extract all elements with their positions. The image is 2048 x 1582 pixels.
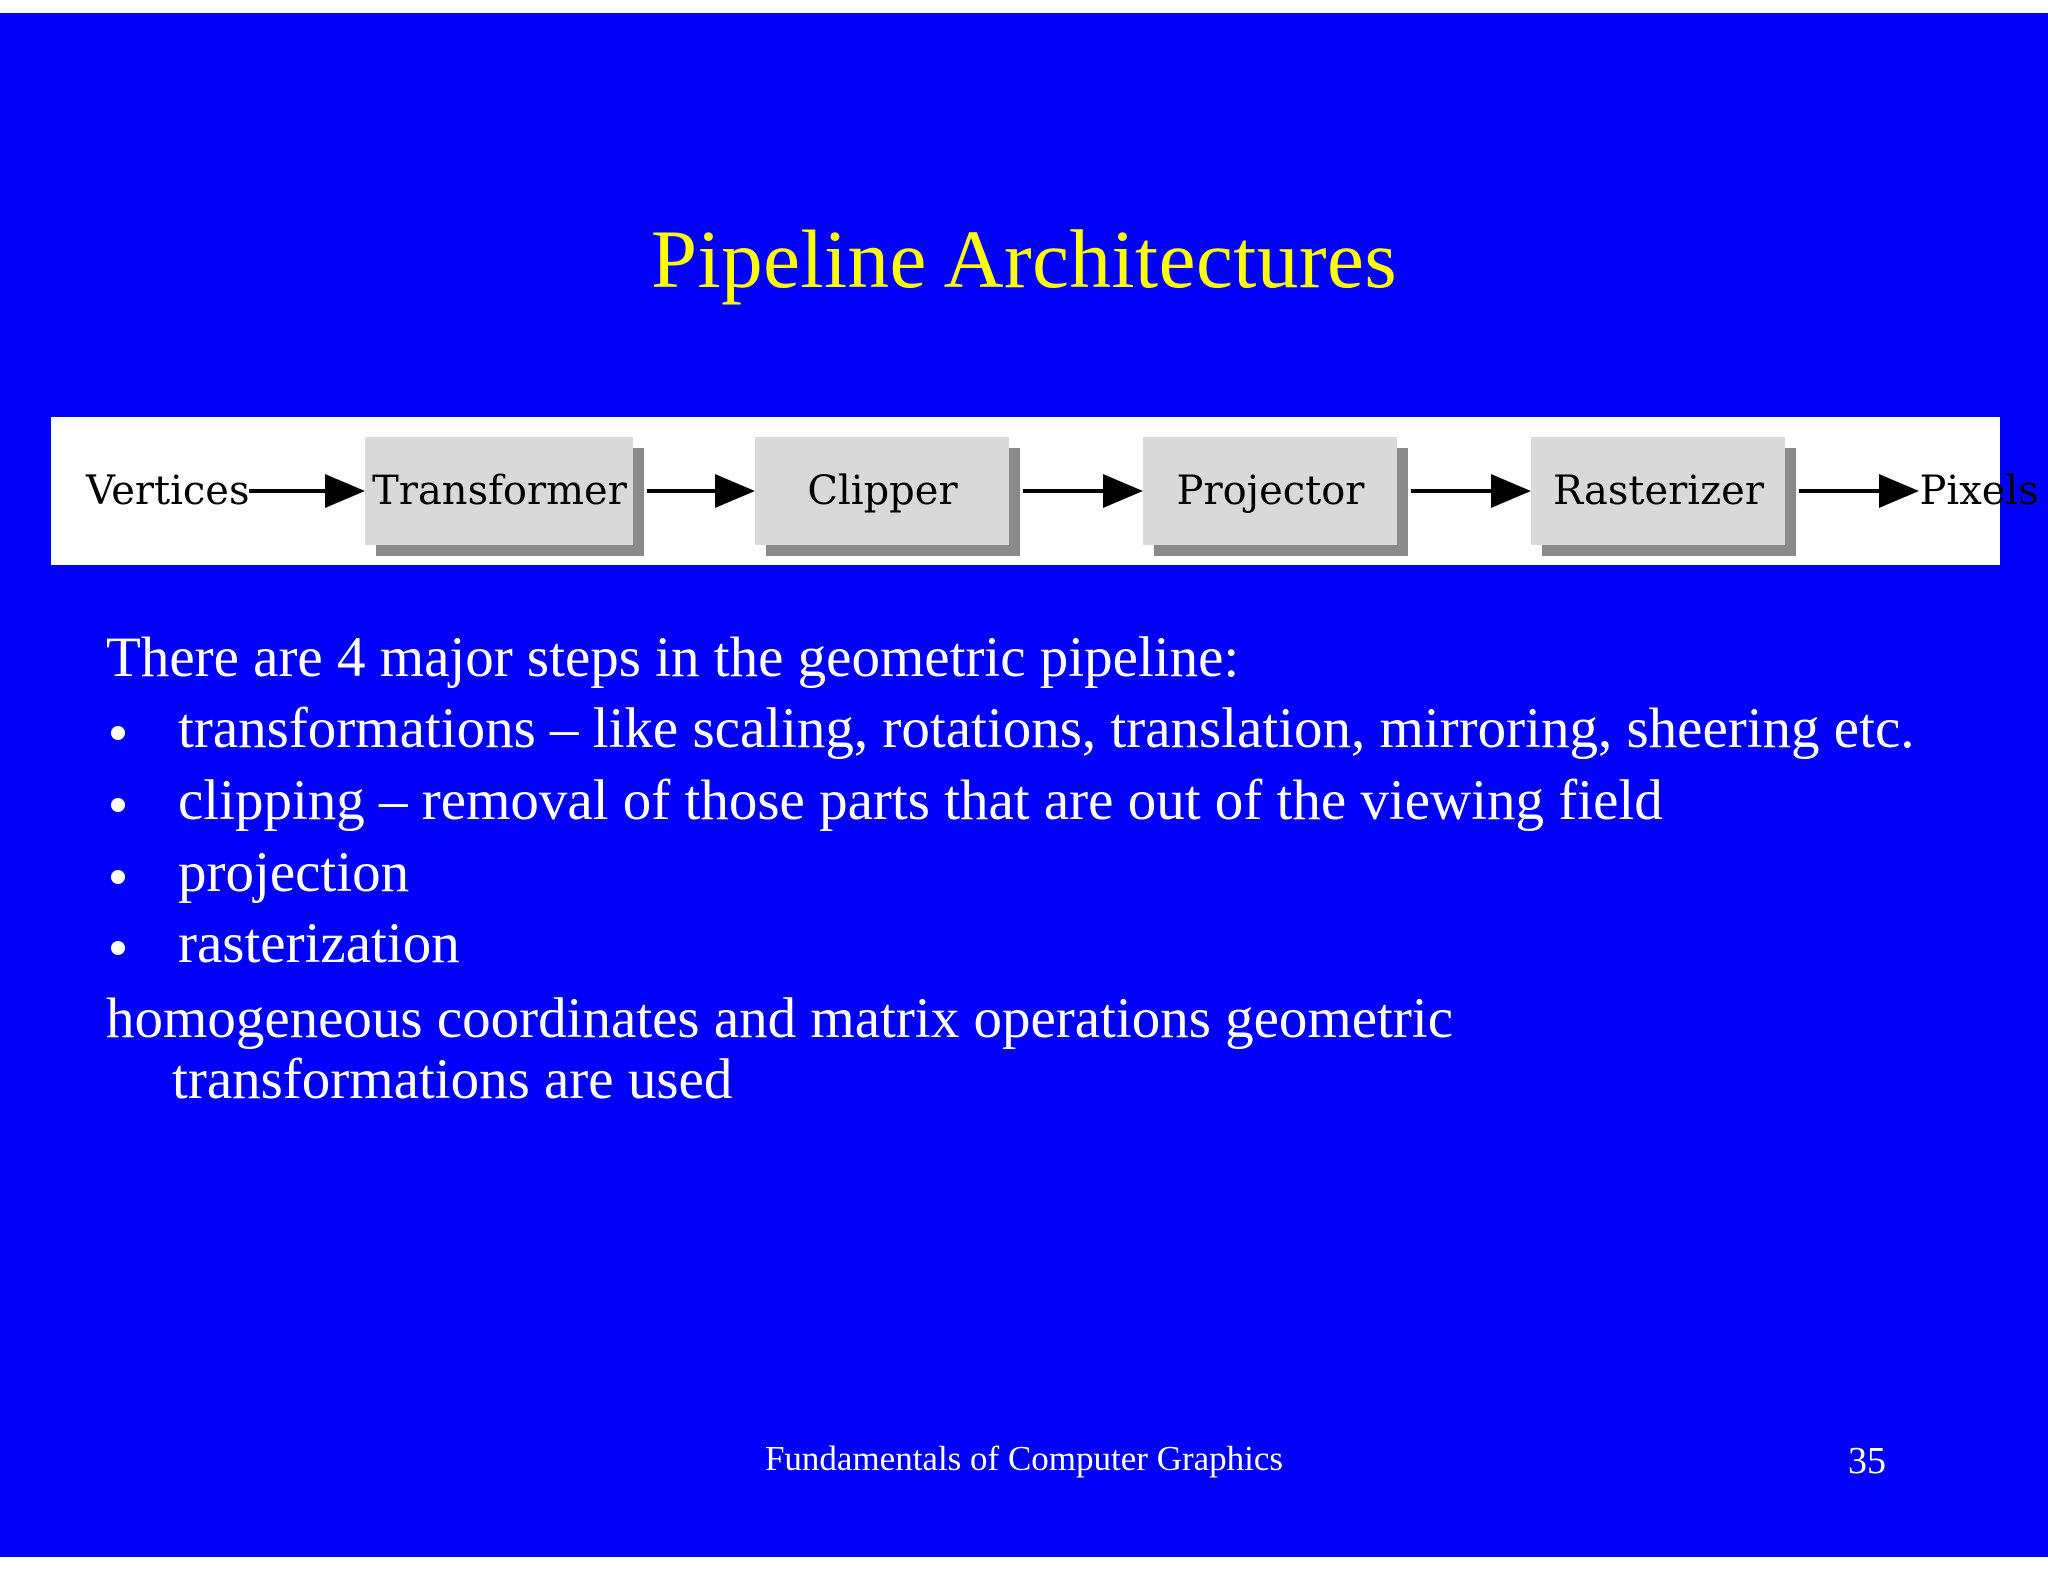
list-item: rasterization <box>106 915 1986 974</box>
list-item-label: rasterization <box>178 912 460 976</box>
footer-title: Fundamentals of Computer Graphics <box>764 1439 1284 1478</box>
arrow-head <box>1103 474 1144 508</box>
slide-canvas: Pipeline Architectures Vertices Transfor… <box>0 13 2048 1557</box>
list-item: clipping – removal of those parts that a… <box>106 768 1986 832</box>
list-item-label: transformations – like scaling, rotation… <box>178 697 1915 761</box>
pipeline-box-label: Transformer <box>372 468 627 514</box>
arrow-head <box>325 474 366 508</box>
arrow-shaft <box>1023 489 1105 493</box>
body-closing-line-2: transformations are used <box>172 1048 733 1112</box>
arrow-shaft <box>1799 489 1881 493</box>
arrow-shaft <box>647 489 717 493</box>
arrow-right-icon <box>1799 474 1920 508</box>
pipeline-box-projector: Projector <box>1143 437 1398 545</box>
slide-footer: Fundamentals of Computer Graphics 35 <box>0 1439 2048 1499</box>
body-lead-line: There are 4 major steps in the geometric… <box>106 626 1240 689</box>
arrow-right-icon <box>647 474 756 508</box>
list-item-label: projection <box>178 840 410 904</box>
arrow-right-icon <box>1411 474 1532 508</box>
body-closing-line-1: homogeneous coordinates and matrix opera… <box>106 986 1454 1050</box>
arrow-head <box>1879 474 1920 508</box>
pipeline-stage-row: Vertices Transformer Clipper <box>51 417 2039 565</box>
arrow-head <box>715 474 756 508</box>
arrow-right-icon <box>249 474 366 508</box>
arrow-head <box>1491 474 1532 508</box>
pipeline-box-label: Clipper <box>807 468 958 514</box>
list-item: transformations – like scaling, rotation… <box>106 697 1986 761</box>
body-closing-paragraph: homogeneous coordinates and matrix opera… <box>106 988 1986 1111</box>
pipeline-input-label: Vertices <box>86 468 250 514</box>
pipeline-box-clipper: Clipper <box>755 437 1010 545</box>
bullet-dot-icon <box>111 941 125 956</box>
pipeline-diagram: Vertices Transformer Clipper <box>51 417 2039 565</box>
bullet-dot-icon <box>111 869 125 884</box>
list-item-label: clipping – removal of those parts that a… <box>178 768 1663 832</box>
slide-body: There are 4 major steps in the geometric… <box>106 625 1986 1111</box>
pipeline-box-label: Rasterizer <box>1553 468 1764 514</box>
pipeline-box-label: Projector <box>1176 468 1365 514</box>
arrow-shaft <box>249 489 327 493</box>
bullet-dot-icon <box>111 797 125 812</box>
list-item: projection <box>106 840 1986 904</box>
pipeline-box-transformer: Transformer <box>365 437 634 545</box>
page-title: Pipeline Architectures <box>650 213 1398 305</box>
bullet-dot-icon <box>111 726 125 741</box>
arrow-shaft <box>1411 489 1493 493</box>
pipeline-box-rasterizer: Rasterizer <box>1531 437 1786 545</box>
page-number: 35 <box>1848 1440 1886 1482</box>
bullet-list: transformations – like scaling, rotation… <box>106 697 1986 974</box>
pipeline-output-label: Pixels <box>1919 468 2039 514</box>
arrow-right-icon <box>1023 474 1144 508</box>
